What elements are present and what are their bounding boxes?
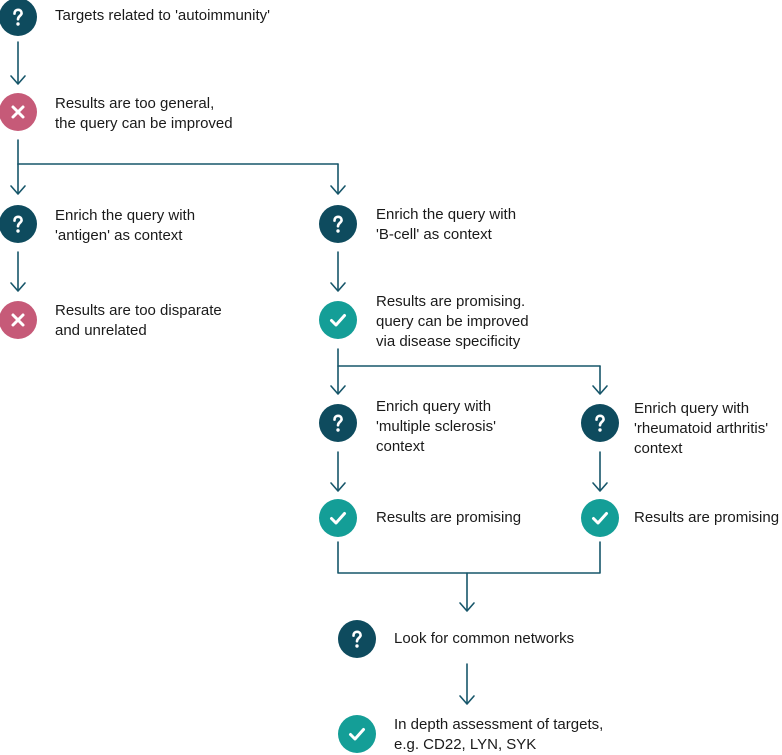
node-start-label: Targets related to 'autoimmunity' xyxy=(55,7,270,24)
node-assessment-label: In depth assessment of targets, e.g. CD2… xyxy=(394,716,604,753)
arrowhead xyxy=(330,385,346,395)
check-icon xyxy=(581,499,619,537)
node-networks-label: Look for common networks xyxy=(394,630,575,647)
arrowhead xyxy=(592,385,608,395)
question-icon xyxy=(319,404,357,442)
arrowhead xyxy=(330,185,346,195)
question-icon xyxy=(0,0,37,36)
arrowhead xyxy=(10,185,26,195)
question-icon xyxy=(319,205,357,243)
question-icon xyxy=(338,620,376,658)
check-icon xyxy=(319,499,357,537)
arrowhead xyxy=(330,482,346,492)
connector-merge xyxy=(337,541,601,574)
arrowhead xyxy=(459,695,475,705)
x-icon xyxy=(0,301,37,339)
node-ra-label: Enrich query with 'rheumatoid arthritis'… xyxy=(634,400,769,457)
arrowhead xyxy=(330,282,346,292)
arrowhead xyxy=(592,482,608,492)
arrowhead xyxy=(459,602,475,612)
node-promising-ra-label: Results are promising xyxy=(634,509,780,526)
node-ms-label: Enrich query with 'multiple sclerosis' c… xyxy=(376,398,496,455)
node-disparate-label: Results are too disparate and unrelated xyxy=(55,302,222,339)
node-general-label: Results are too general, the query can b… xyxy=(55,95,233,132)
arrowhead xyxy=(10,282,26,292)
check-icon xyxy=(319,301,357,339)
question-icon xyxy=(0,205,37,243)
node-antigen-label: Enrich the query with 'antigen' as conte… xyxy=(55,207,196,244)
node-promising-bcell-label: Results are promising. query can be impr… xyxy=(376,293,529,350)
node-promising-ms-label: Results are promising xyxy=(376,509,522,526)
arrowhead xyxy=(10,75,26,85)
node-bcell-label: Enrich the query with 'B-cell' as contex… xyxy=(376,206,517,243)
x-icon xyxy=(0,93,37,131)
question-icon xyxy=(581,404,619,442)
check-icon xyxy=(338,715,376,753)
